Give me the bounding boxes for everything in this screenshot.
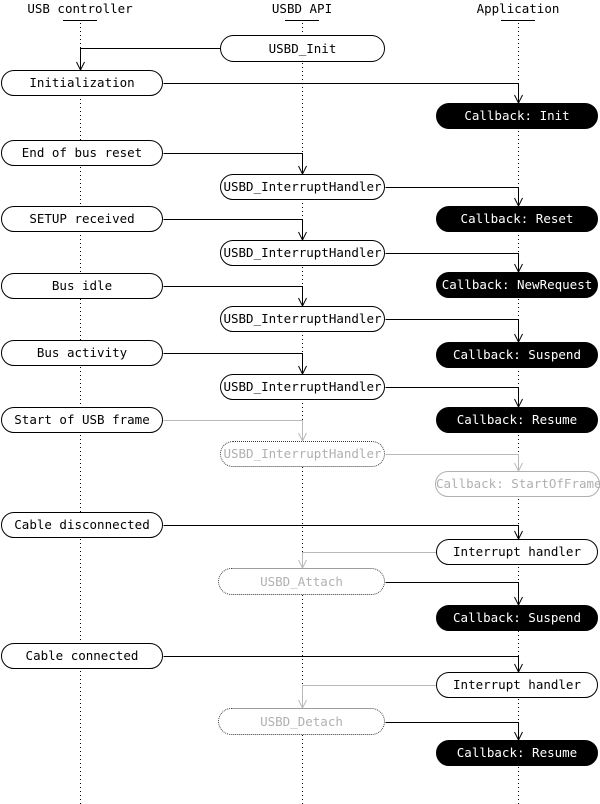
arrowhead-7: [518, 333, 523, 343]
arrowhead-3: [514, 197, 519, 207]
box-callback-suspend: Callback: Suspend: [436, 605, 598, 631]
arrowhead-5: [514, 263, 519, 273]
arrowhead-5: [518, 263, 523, 273]
box-bus-idle: Bus idle: [1, 273, 163, 299]
arrowhead-1: [514, 94, 519, 104]
arrowhead-13: [298, 559, 303, 569]
arrowhead-12: [514, 530, 519, 540]
box-callback-suspend: Callback: Suspend: [436, 342, 598, 368]
arrowhead-13: [302, 559, 307, 569]
connector-10: [163, 420, 303, 441]
arrowhead-4: [298, 231, 303, 241]
box-initialization: Initialization: [1, 70, 163, 96]
arrowhead-6: [302, 297, 307, 307]
arrowhead-6: [298, 297, 303, 307]
arrowhead-17: [514, 731, 519, 741]
arrowhead-3: [518, 197, 523, 207]
box-usbd-init: USBD_Init: [220, 35, 385, 62]
box-cable-connected: Cable connected: [1, 643, 163, 669]
arrowhead-14: [514, 596, 519, 606]
connector-16: [302, 685, 437, 708]
box-usbd-interrupthandler: USBD_InterruptHandler: [220, 174, 385, 200]
arrowhead-7: [514, 333, 519, 343]
column-header-usbd-api: USBD API: [271, 1, 333, 16]
arrowhead-9: [518, 398, 523, 408]
box-callback-newrequest: Callback: NewRequest: [436, 272, 598, 298]
connector-8: [163, 353, 303, 374]
connector-15: [163, 656, 519, 672]
box-end-of-bus-reset: End of bus reset: [1, 140, 163, 166]
box-interrupt-handler: Interrupt handler: [436, 672, 598, 698]
box-usbd-interrupthandler: USBD_InterruptHandler: [220, 306, 385, 332]
box-setup-received: SETUP received: [1, 206, 163, 232]
arrowhead-8: [298, 365, 303, 375]
connector-12: [163, 525, 519, 539]
arrowhead-4: [302, 231, 307, 241]
connector-5: [385, 253, 519, 272]
arrowhead-10: [302, 432, 307, 442]
connector-3: [385, 187, 519, 206]
connector-4: [163, 219, 303, 240]
connector-1: [163, 83, 519, 103]
arrowhead-1: [518, 94, 523, 104]
arrowhead-2: [298, 165, 303, 175]
connector-9: [385, 387, 519, 407]
box-callback-resume: Callback: Resume: [436, 407, 598, 433]
arrowhead-11: [518, 462, 523, 472]
box-callback-startofframe: Callback: StartOfFrame: [435, 471, 600, 497]
connector-17: [385, 722, 519, 740]
box-callback-init: Callback: Init: [436, 103, 598, 129]
arrowhead-17: [518, 731, 523, 741]
arrowhead-10: [298, 432, 303, 442]
box-usbd-interrupthandler: USBD_InterruptHandler: [220, 374, 385, 400]
arrowhead-16: [298, 699, 303, 709]
box-usbd-interrupthandler: USBD_InterruptHandler: [220, 441, 385, 467]
connector-6: [163, 286, 303, 306]
connector-11: [385, 454, 519, 471]
box-usbd-attach: USBD_Attach: [218, 568, 385, 595]
box-usbd-interrupthandler: USBD_InterruptHandler: [220, 240, 385, 266]
connector-2: [163, 153, 303, 174]
arrowhead-16: [302, 699, 307, 709]
box-bus-activity: Bus activity: [1, 340, 163, 366]
arrowhead-0: [76, 61, 81, 71]
box-cable-disconnected: Cable disconnected: [1, 512, 163, 538]
box-callback-resume: Callback: Resume: [436, 740, 598, 766]
box-start-of-usb-frame: Start of USB frame: [1, 407, 163, 433]
connector-0: [80, 48, 221, 70]
box-interrupt-handler: Interrupt handler: [436, 539, 598, 565]
box-callback-reset: Callback: Reset: [436, 206, 598, 232]
arrowhead-14: [518, 596, 523, 606]
connector-14: [385, 582, 519, 605]
arrowhead-15: [514, 663, 519, 673]
connector-13: [302, 552, 437, 568]
arrowhead-9: [514, 398, 519, 408]
connector-7: [385, 319, 519, 342]
arrowhead-2: [302, 165, 307, 175]
arrowhead-11: [514, 462, 519, 472]
arrowhead-8: [302, 365, 307, 375]
arrowhead-0: [80, 61, 85, 71]
arrowhead-15: [518, 663, 523, 673]
column-header-usb-controller: USB controller: [27, 1, 133, 16]
arrowhead-12: [518, 530, 523, 540]
column-header-application: Application: [476, 1, 560, 16]
box-usbd-detach: USBD_Detach: [218, 708, 385, 735]
